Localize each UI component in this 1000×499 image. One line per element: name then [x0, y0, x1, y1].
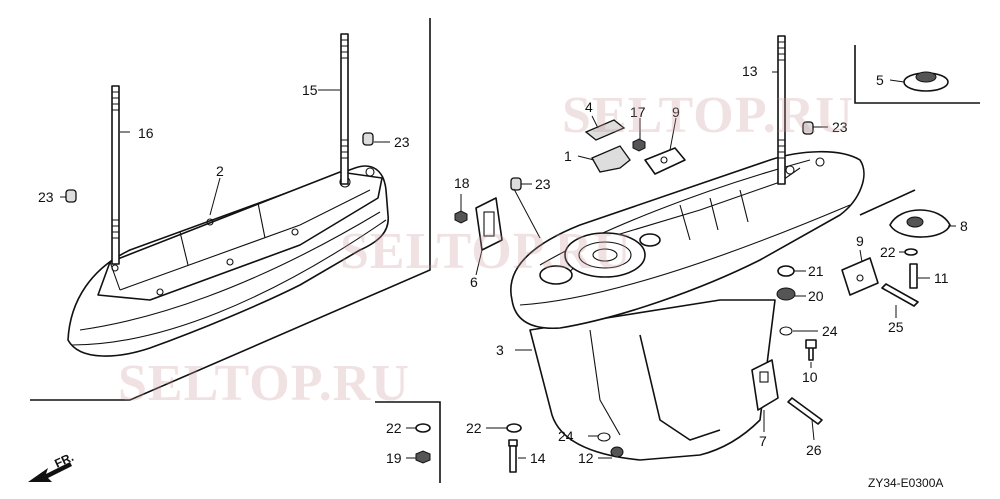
- callout-7[interactable]: 7: [759, 433, 767, 449]
- callout-22-left[interactable]: 22: [386, 420, 402, 436]
- washer-22-bottom-left[interactable]: [415, 423, 431, 433]
- frame-lines: [30, 18, 980, 483]
- bolt-10[interactable]: [805, 339, 817, 361]
- o-ring-24-right[interactable]: [779, 326, 793, 336]
- plate-7[interactable]: [751, 359, 779, 411]
- diagram-code: ZY34-E0300A: [868, 476, 943, 490]
- callout-20[interactable]: 20: [808, 288, 824, 304]
- packing-1[interactable]: [591, 145, 631, 173]
- plate-6[interactable]: [475, 197, 503, 251]
- gear-case[interactable]: [510, 150, 865, 461]
- callout-12[interactable]: 12: [578, 450, 594, 466]
- callout-26[interactable]: 26: [806, 442, 822, 458]
- dowel-pin-23-left[interactable]: [65, 189, 77, 203]
- callout-5[interactable]: 5: [876, 72, 884, 88]
- stud-15[interactable]: [340, 33, 349, 185]
- callout-4[interactable]: 4: [585, 99, 593, 115]
- callout-15[interactable]: 15: [302, 82, 318, 98]
- o-ring-24-bottom[interactable]: [597, 432, 611, 442]
- nut-21[interactable]: [777, 265, 795, 277]
- callout-23-top[interactable]: 23: [394, 134, 410, 150]
- callout-6[interactable]: 6: [470, 274, 478, 290]
- stud-16[interactable]: [111, 85, 120, 265]
- callout-1[interactable]: 1: [564, 148, 572, 164]
- callout-labels: 16 15 2 23 23 23 23 3 13 4 1 17 9 5 8 9 …: [38, 63, 968, 466]
- screw-12[interactable]: [610, 446, 624, 458]
- nut-20[interactable]: [776, 287, 796, 301]
- callout-2[interactable]: 2: [216, 163, 224, 179]
- callout-23-mid[interactable]: 23: [535, 176, 551, 192]
- dowel-pin-23-mid[interactable]: [510, 177, 522, 191]
- callout-17[interactable]: 17: [630, 104, 646, 120]
- callout-23-left[interactable]: 23: [38, 189, 54, 205]
- callout-9-top[interactable]: 9: [672, 104, 680, 120]
- callout-24-right[interactable]: 24: [822, 323, 838, 339]
- callout-3[interactable]: 3: [496, 342, 504, 358]
- anode-8[interactable]: [889, 209, 951, 238]
- watermarks: SELTOP.RU SELTOP.RU SELTOP.RU: [118, 87, 854, 412]
- front-label: FR.: [52, 450, 75, 471]
- watermark-middle: SELTOP.RU: [340, 223, 632, 280]
- watermark-bottom: SELTOP.RU: [118, 355, 410, 412]
- bolt-14[interactable]: [508, 439, 518, 473]
- washer-22-bottom-mid[interactable]: [506, 423, 522, 433]
- nut-17[interactable]: [632, 138, 646, 152]
- washer-22-right[interactable]: [904, 248, 918, 256]
- nut-19[interactable]: [415, 450, 431, 464]
- callout-10[interactable]: 10: [802, 369, 818, 385]
- cap-5[interactable]: [903, 71, 949, 92]
- plate-9-right[interactable]: [841, 257, 879, 296]
- callout-11[interactable]: 11: [934, 270, 949, 286]
- leader-lines: [60, 71, 956, 459]
- callout-25[interactable]: 25: [888, 319, 904, 335]
- callout-22-mid[interactable]: 22: [466, 420, 482, 436]
- callout-19[interactable]: 19: [386, 450, 402, 466]
- callout-23-right[interactable]: 23: [832, 119, 848, 135]
- callout-22-right[interactable]: 22: [880, 244, 896, 260]
- dowel-pin-23-top[interactable]: [362, 132, 374, 146]
- callout-24-bottom[interactable]: 24: [558, 428, 574, 444]
- bolt-11[interactable]: [909, 263, 918, 289]
- callout-14[interactable]: 14: [530, 450, 546, 466]
- front-direction-arrow: FR.: [28, 450, 76, 482]
- nut-18[interactable]: [454, 210, 468, 224]
- plate-9-top[interactable]: [644, 147, 686, 175]
- callout-21[interactable]: 21: [808, 263, 824, 279]
- watermark-top: SELTOP.RU: [562, 87, 854, 144]
- bolt-26[interactable]: [787, 397, 823, 425]
- callout-8[interactable]: 8: [960, 218, 968, 234]
- callout-16[interactable]: 16: [138, 125, 154, 141]
- packing-4[interactable]: [584, 119, 626, 141]
- stud-13[interactable]: [777, 35, 786, 185]
- dowel-pin-23-right[interactable]: [802, 121, 814, 135]
- callout-9-right[interactable]: 9: [856, 233, 864, 249]
- bolt-25[interactable]: [881, 283, 919, 307]
- callout-13[interactable]: 13: [742, 63, 758, 79]
- callout-18[interactable]: 18: [454, 175, 470, 191]
